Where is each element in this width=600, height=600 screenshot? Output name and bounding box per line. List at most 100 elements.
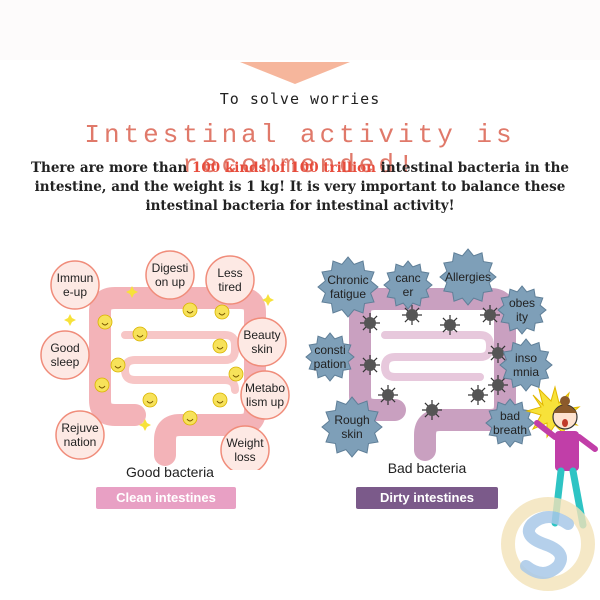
bubble-text: tired: [218, 280, 241, 294]
paragraph-after: intestinal bacteria in the intestine, an…: [34, 160, 570, 214]
germ-icon: [360, 355, 380, 375]
starburst-shape: [383, 260, 433, 310]
bubble-text: fatigue: [330, 287, 366, 301]
smile-bacteria-icon: [132, 326, 148, 342]
dirty-intestines-label: Dirty intestines: [356, 487, 498, 509]
bubble-circle: [237, 317, 287, 367]
bubble-text: Digesti: [152, 261, 189, 275]
sparkle-icon: [262, 294, 274, 306]
germ-icon: [378, 385, 398, 405]
starburst-shape: [317, 256, 379, 318]
starburst-shape: [305, 332, 355, 382]
bubble-text: Chronic: [327, 273, 368, 287]
paragraph-before: There are more than: [30, 160, 192, 176]
bubble-text: skin: [341, 427, 362, 441]
germ-icon: [488, 375, 508, 395]
bubble-text: ity: [516, 310, 528, 324]
down-arrow-icon: [240, 62, 350, 84]
bubble-circle: [55, 410, 105, 460]
bubble-circle: [50, 260, 100, 310]
bubble-text: nation: [64, 435, 97, 449]
bubble-text: on up: [155, 275, 185, 289]
bubble-text: canc: [395, 271, 420, 285]
bad-symptom-bubbles: ChronicfatiguecancerAllergiesobesitycons…: [305, 248, 553, 458]
bubble-text: mnia: [513, 365, 539, 379]
germ-icon: [488, 343, 508, 363]
headline: Intestinal activity is recommended!: [84, 120, 516, 180]
sparkle-icon: [139, 419, 151, 431]
bubble-text: consti: [314, 343, 345, 357]
smile-bacteria-icon: [228, 366, 244, 382]
top-band: [0, 0, 600, 60]
smile-bacteria-icon: [182, 410, 198, 426]
paragraph-highlight: 100 kinds of 100 trillion: [191, 160, 376, 176]
bubble-text: Weight: [226, 436, 264, 450]
smile-bacteria-icon: [212, 392, 228, 408]
bubble-text: breath: [493, 423, 527, 437]
smile-bacteria-icon: [97, 314, 113, 330]
bubble-circle: [240, 370, 290, 420]
bad-bacteria-group: [360, 305, 508, 420]
smile-bacteria-icon: [214, 304, 230, 320]
clean-intestines-label: Clean intestines: [96, 487, 236, 509]
smile-bacteria-icon: [94, 377, 110, 393]
germ-icon: [468, 385, 488, 405]
intro-paragraph: There are more than 100 kinds of 100 tri…: [8, 159, 592, 216]
bubble-text: pation: [314, 357, 347, 371]
bubble-text: sleep: [51, 355, 80, 369]
bubble-circle: [205, 255, 255, 305]
bad-bacteria-caption: Bad bacteria: [387, 460, 467, 476]
starburst-shape: [439, 248, 497, 306]
bubble-text: e-up: [63, 285, 87, 299]
bubble-text: Allergies: [445, 270, 491, 284]
starburst-shape: [497, 285, 547, 335]
bubble-text: bad: [500, 409, 520, 423]
bubble-text: Rejuve: [61, 421, 99, 435]
bubble-text: skin: [251, 342, 272, 356]
smile-bacteria-icon: [182, 302, 198, 318]
smile-bacteria-icon: [110, 357, 126, 373]
bubble-text: Metabo: [245, 381, 285, 395]
germ-icon: [480, 305, 500, 325]
bubble-text: Good: [50, 341, 79, 355]
starburst-shape: [499, 338, 553, 392]
bubble-text: obes: [509, 296, 535, 310]
bubble-circle: [220, 425, 270, 470]
bubble-text: Immun: [57, 271, 94, 285]
bad-bacteria-illustration: ChronicfatiguecancerAllergiesobesitycons…: [305, 248, 553, 461]
bubble-text: loss: [234, 450, 255, 464]
s-logo-watermark: [501, 497, 595, 591]
good-bacteria-caption: Good bacteria: [126, 464, 214, 480]
germ-icon: [360, 313, 380, 333]
bubble-text: Beauty: [243, 328, 280, 342]
bubble-text: er: [403, 285, 414, 299]
smile-bacteria-icon: [212, 338, 228, 354]
good-bacteria-group: [64, 286, 274, 431]
smile-bacteria-icon: [142, 392, 158, 408]
germ-icon: [440, 315, 460, 335]
germ-icon: [402, 305, 422, 325]
bubble-circle: [40, 330, 90, 380]
bubble-text: inso: [515, 351, 537, 365]
bubble-text: Less: [217, 266, 242, 280]
subtitle: To solve worries: [219, 90, 381, 108]
germ-icon: [422, 400, 442, 420]
